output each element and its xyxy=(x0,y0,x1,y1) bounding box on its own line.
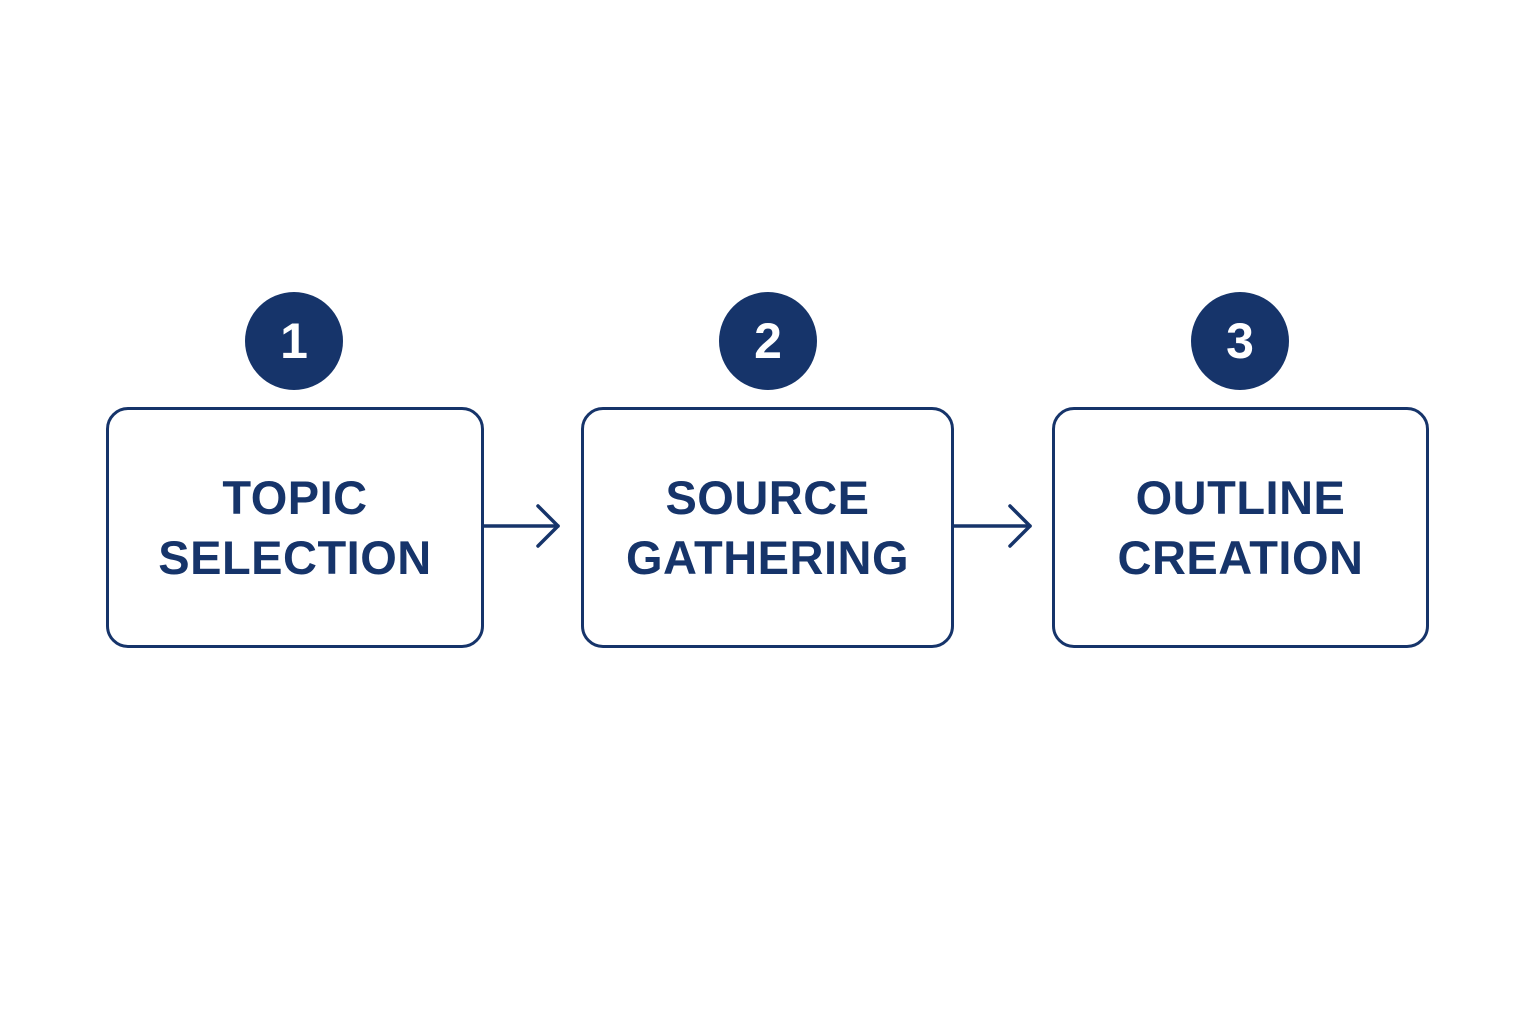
step-number-badge: 1 xyxy=(245,292,343,390)
step-number-badge: 2 xyxy=(719,292,817,390)
step-number-badge: 3 xyxy=(1191,292,1289,390)
step-box-source-gathering: SOURCE GATHERING xyxy=(581,407,954,648)
step-label-line: CREATION xyxy=(1117,530,1364,584)
step-box-outline-creation: OUTLINE CREATION xyxy=(1052,407,1429,648)
step-label-line: GATHERING xyxy=(625,530,909,584)
arrow-right-icon xyxy=(952,504,1032,548)
step-label-line: TOPIC xyxy=(222,470,368,524)
step-label-line: SELECTION xyxy=(158,530,432,584)
step-number: 3 xyxy=(1226,313,1254,369)
step-number: 2 xyxy=(754,313,782,369)
step-box-topic-selection: TOPIC SELECTION xyxy=(106,407,484,648)
step-label-line: SOURCE xyxy=(665,470,870,524)
step-number: 1 xyxy=(280,313,308,369)
arrow-right-icon xyxy=(482,504,560,548)
step-label-line: OUTLINE xyxy=(1135,470,1346,524)
